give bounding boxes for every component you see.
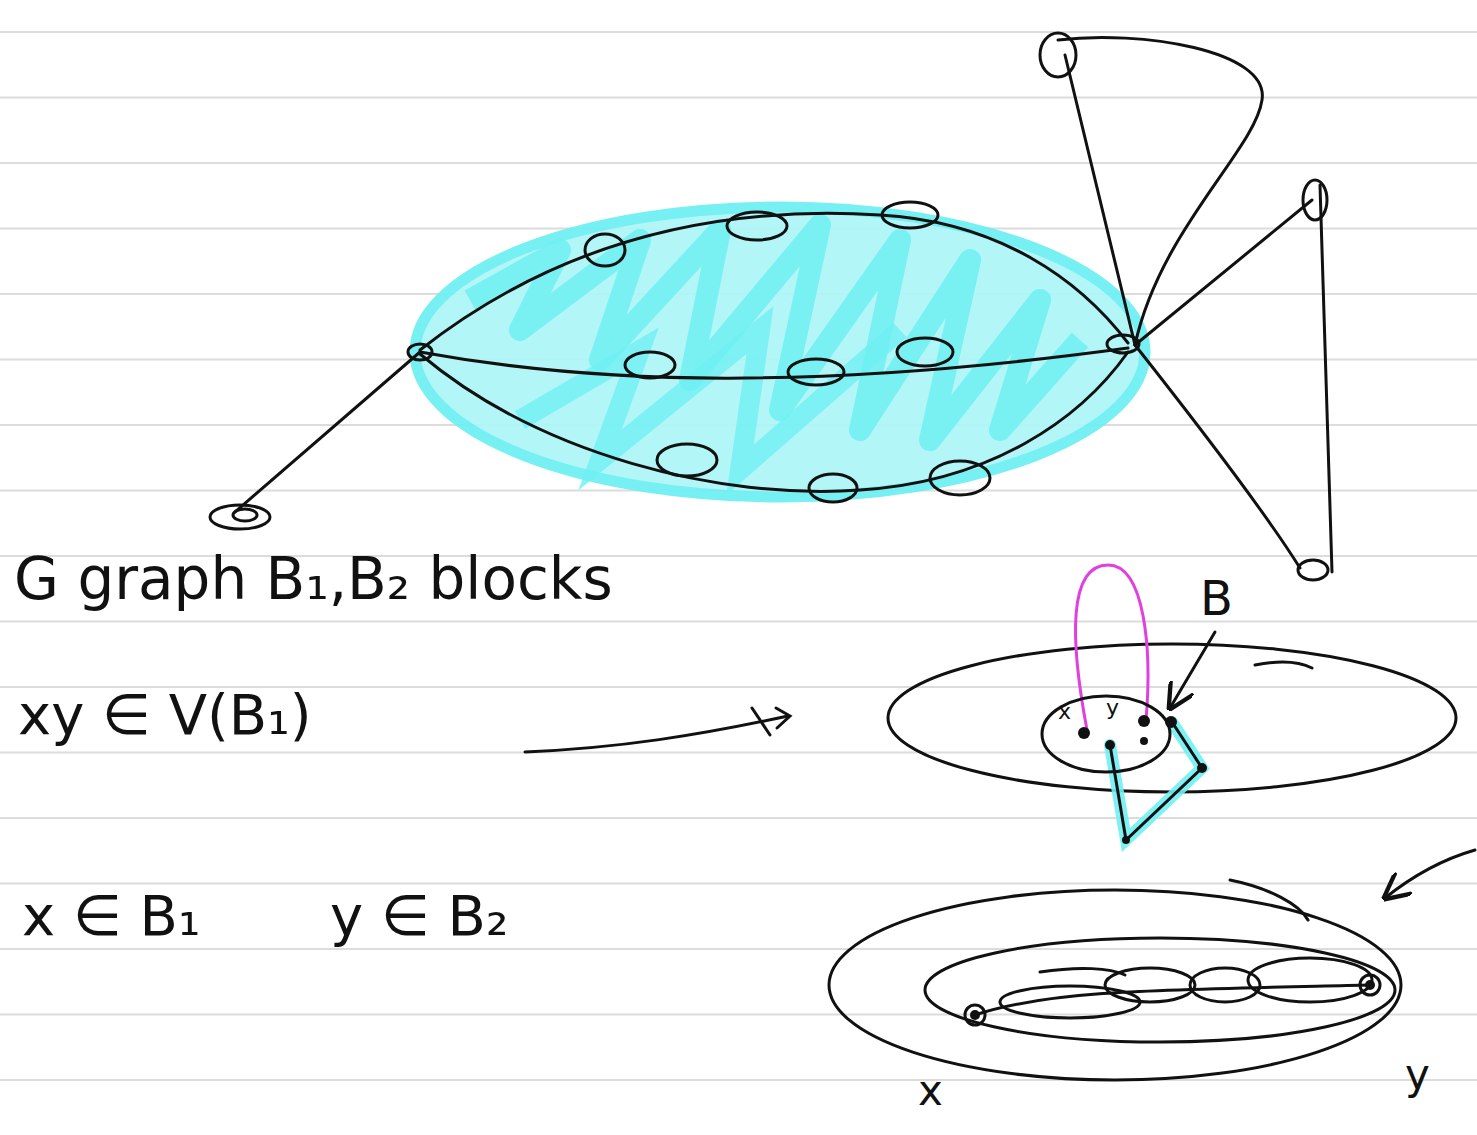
ruled-line [0,162,1477,164]
ruled-line [0,621,1477,623]
endpoint-dot [970,980,1375,1020]
ruled-line [0,948,1477,950]
implication-arrow [525,708,790,752]
ruled-line [0,97,1477,99]
vertex-dot [1078,715,1207,844]
block-figure [888,565,1456,840]
inner-block: xy [1040,694,1172,774]
statement-text: G graph B₁,B₂ blocks [14,548,613,612]
block-label: B [1200,572,1233,625]
ruled-line [0,883,1477,885]
shaded-block [415,207,1145,497]
ruled-line [0,752,1477,754]
ruled-lines [0,32,1477,1080]
vertex-label: x [1058,700,1071,724]
statement-text: xy ∈ V(B₁) [18,684,312,746]
vertex-label: x [918,1068,943,1114]
ruled-line [0,817,1477,819]
block-outline [1042,696,1170,772]
statement-text: x ∈ B₁ [22,885,200,947]
ruled-line [0,1079,1477,1081]
vertex-label: y [1106,696,1119,720]
ruled-line [0,1014,1477,1016]
ruled-line [0,31,1477,33]
path-figure [829,850,1475,1080]
graph-sketch [210,33,1332,580]
statement-text: y ∈ B₂ [330,885,508,947]
vertex-label: y [1405,1052,1430,1098]
